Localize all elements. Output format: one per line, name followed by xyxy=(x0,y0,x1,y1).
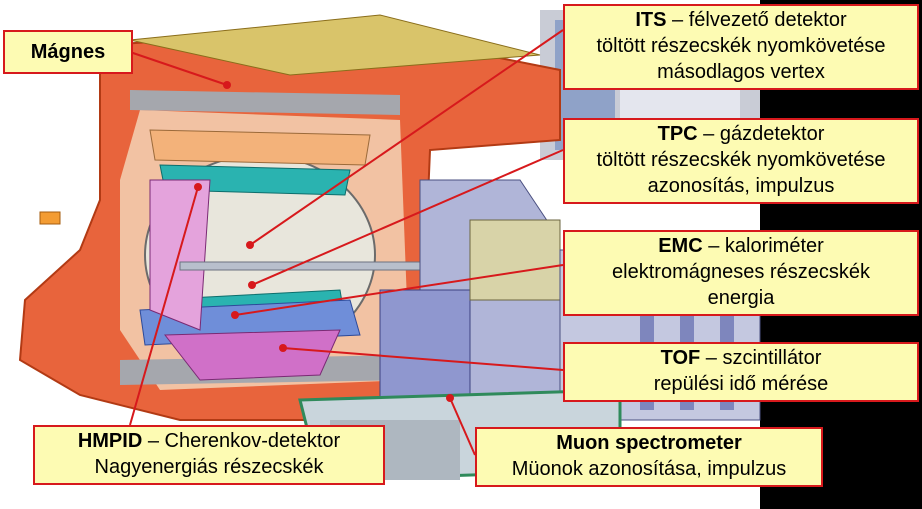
hmpid-side xyxy=(150,180,210,330)
label-hmpid-subtitle: Cherenkov-detektor xyxy=(165,430,341,452)
label-muon-title: Muon spectrometer xyxy=(556,432,742,454)
label-hmpid-line2: Nagyenergiás részecskék xyxy=(39,454,379,480)
label-its-line2: töltött részecskék nyomkövetése xyxy=(569,33,913,59)
label-emc-line2: elektromágneses részecskék xyxy=(569,259,913,285)
label-magnes-title: Mágnes xyxy=(31,41,105,63)
label-its-title: ITS xyxy=(635,9,666,31)
dot-tof xyxy=(279,344,287,352)
dot-emc xyxy=(231,311,239,319)
dot-hmpid xyxy=(194,183,202,191)
label-tpc-title: TPC xyxy=(658,123,698,145)
label-emc: EMC – kaloriméter elektromágneses részec… xyxy=(563,230,919,316)
label-emc-line3: energia xyxy=(569,285,913,311)
label-tpc: TPC – gázdetektor töltött részecskék nyo… xyxy=(563,118,919,204)
label-muon: Muon spectrometer Müonok azonosítása, im… xyxy=(475,427,823,487)
label-emc-subtitle: kaloriméter xyxy=(725,235,824,257)
label-emc-title: EMC xyxy=(658,235,702,257)
label-tof: TOF – szcintillátor repülési idő mérése xyxy=(563,342,919,402)
label-its: ITS – félvezető detektor töltött részecs… xyxy=(563,4,919,90)
label-muon-line2: Müonok azonosítása, impulzus xyxy=(481,456,817,482)
label-its-line3: másodlagos vertex xyxy=(569,59,913,85)
dot-magnes xyxy=(223,81,231,89)
label-tof-line2: repülési idő mérése xyxy=(569,371,913,397)
label-hmpid-title: HMPID xyxy=(78,430,142,452)
label-tpc-line3: azonosítás, impulzus xyxy=(569,173,913,199)
label-tof-title: TOF xyxy=(661,347,701,369)
dot-muon xyxy=(446,394,454,402)
label-tpc-subtitle: gázdetektor xyxy=(720,123,825,145)
label-tof-subtitle: szcintillátor xyxy=(722,347,821,369)
upper-module xyxy=(150,130,370,165)
muon-chamber xyxy=(380,290,470,410)
dot-its xyxy=(246,241,254,249)
dot-tpc xyxy=(248,281,256,289)
label-tpc-line2: töltött részecskék nyomkövetése xyxy=(569,147,913,173)
muon-frontabsorber xyxy=(470,220,560,300)
beam-marker xyxy=(40,212,60,224)
label-hmpid: HMPID – Cherenkov-detektor Nagyenergiás … xyxy=(33,425,385,485)
label-magnes: Mágnes xyxy=(3,30,133,74)
label-its-subtitle: félvezető detektor xyxy=(689,9,847,31)
